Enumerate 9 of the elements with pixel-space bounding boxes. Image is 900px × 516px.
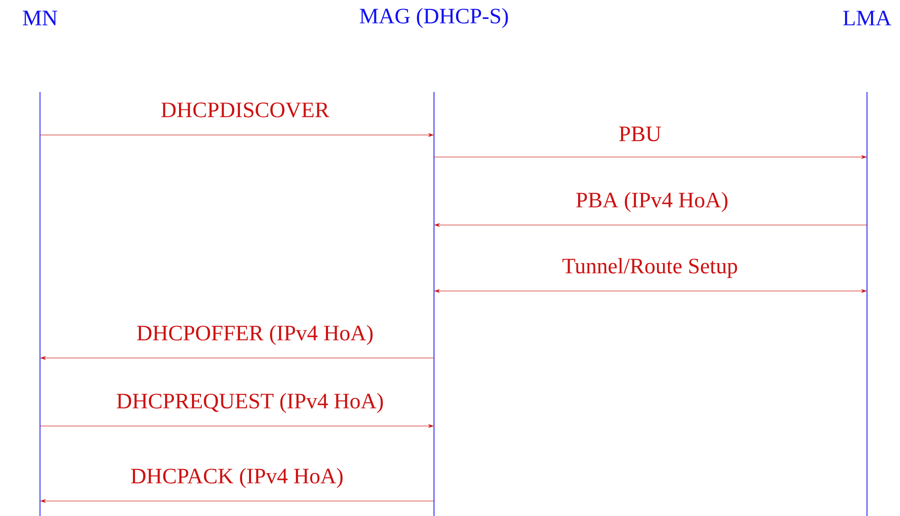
message-label: PBA (IPv4 HoA) xyxy=(576,192,728,212)
participant-lifeline: MN xyxy=(22,10,58,516)
participant-lifeline: LMA xyxy=(843,10,892,516)
message-label: DHCPDISCOVER xyxy=(161,102,330,118)
message-label: DHCPREQUEST (IPv4 HoA) xyxy=(116,393,383,413)
message-label: PBU xyxy=(619,126,661,142)
message-label: Tunnel/Route Setup xyxy=(562,258,738,278)
message-label: DHCPOFFER (IPv4 HoA) xyxy=(137,325,373,345)
message-label: DHCPACK (IPv4 HoA) xyxy=(131,468,343,488)
